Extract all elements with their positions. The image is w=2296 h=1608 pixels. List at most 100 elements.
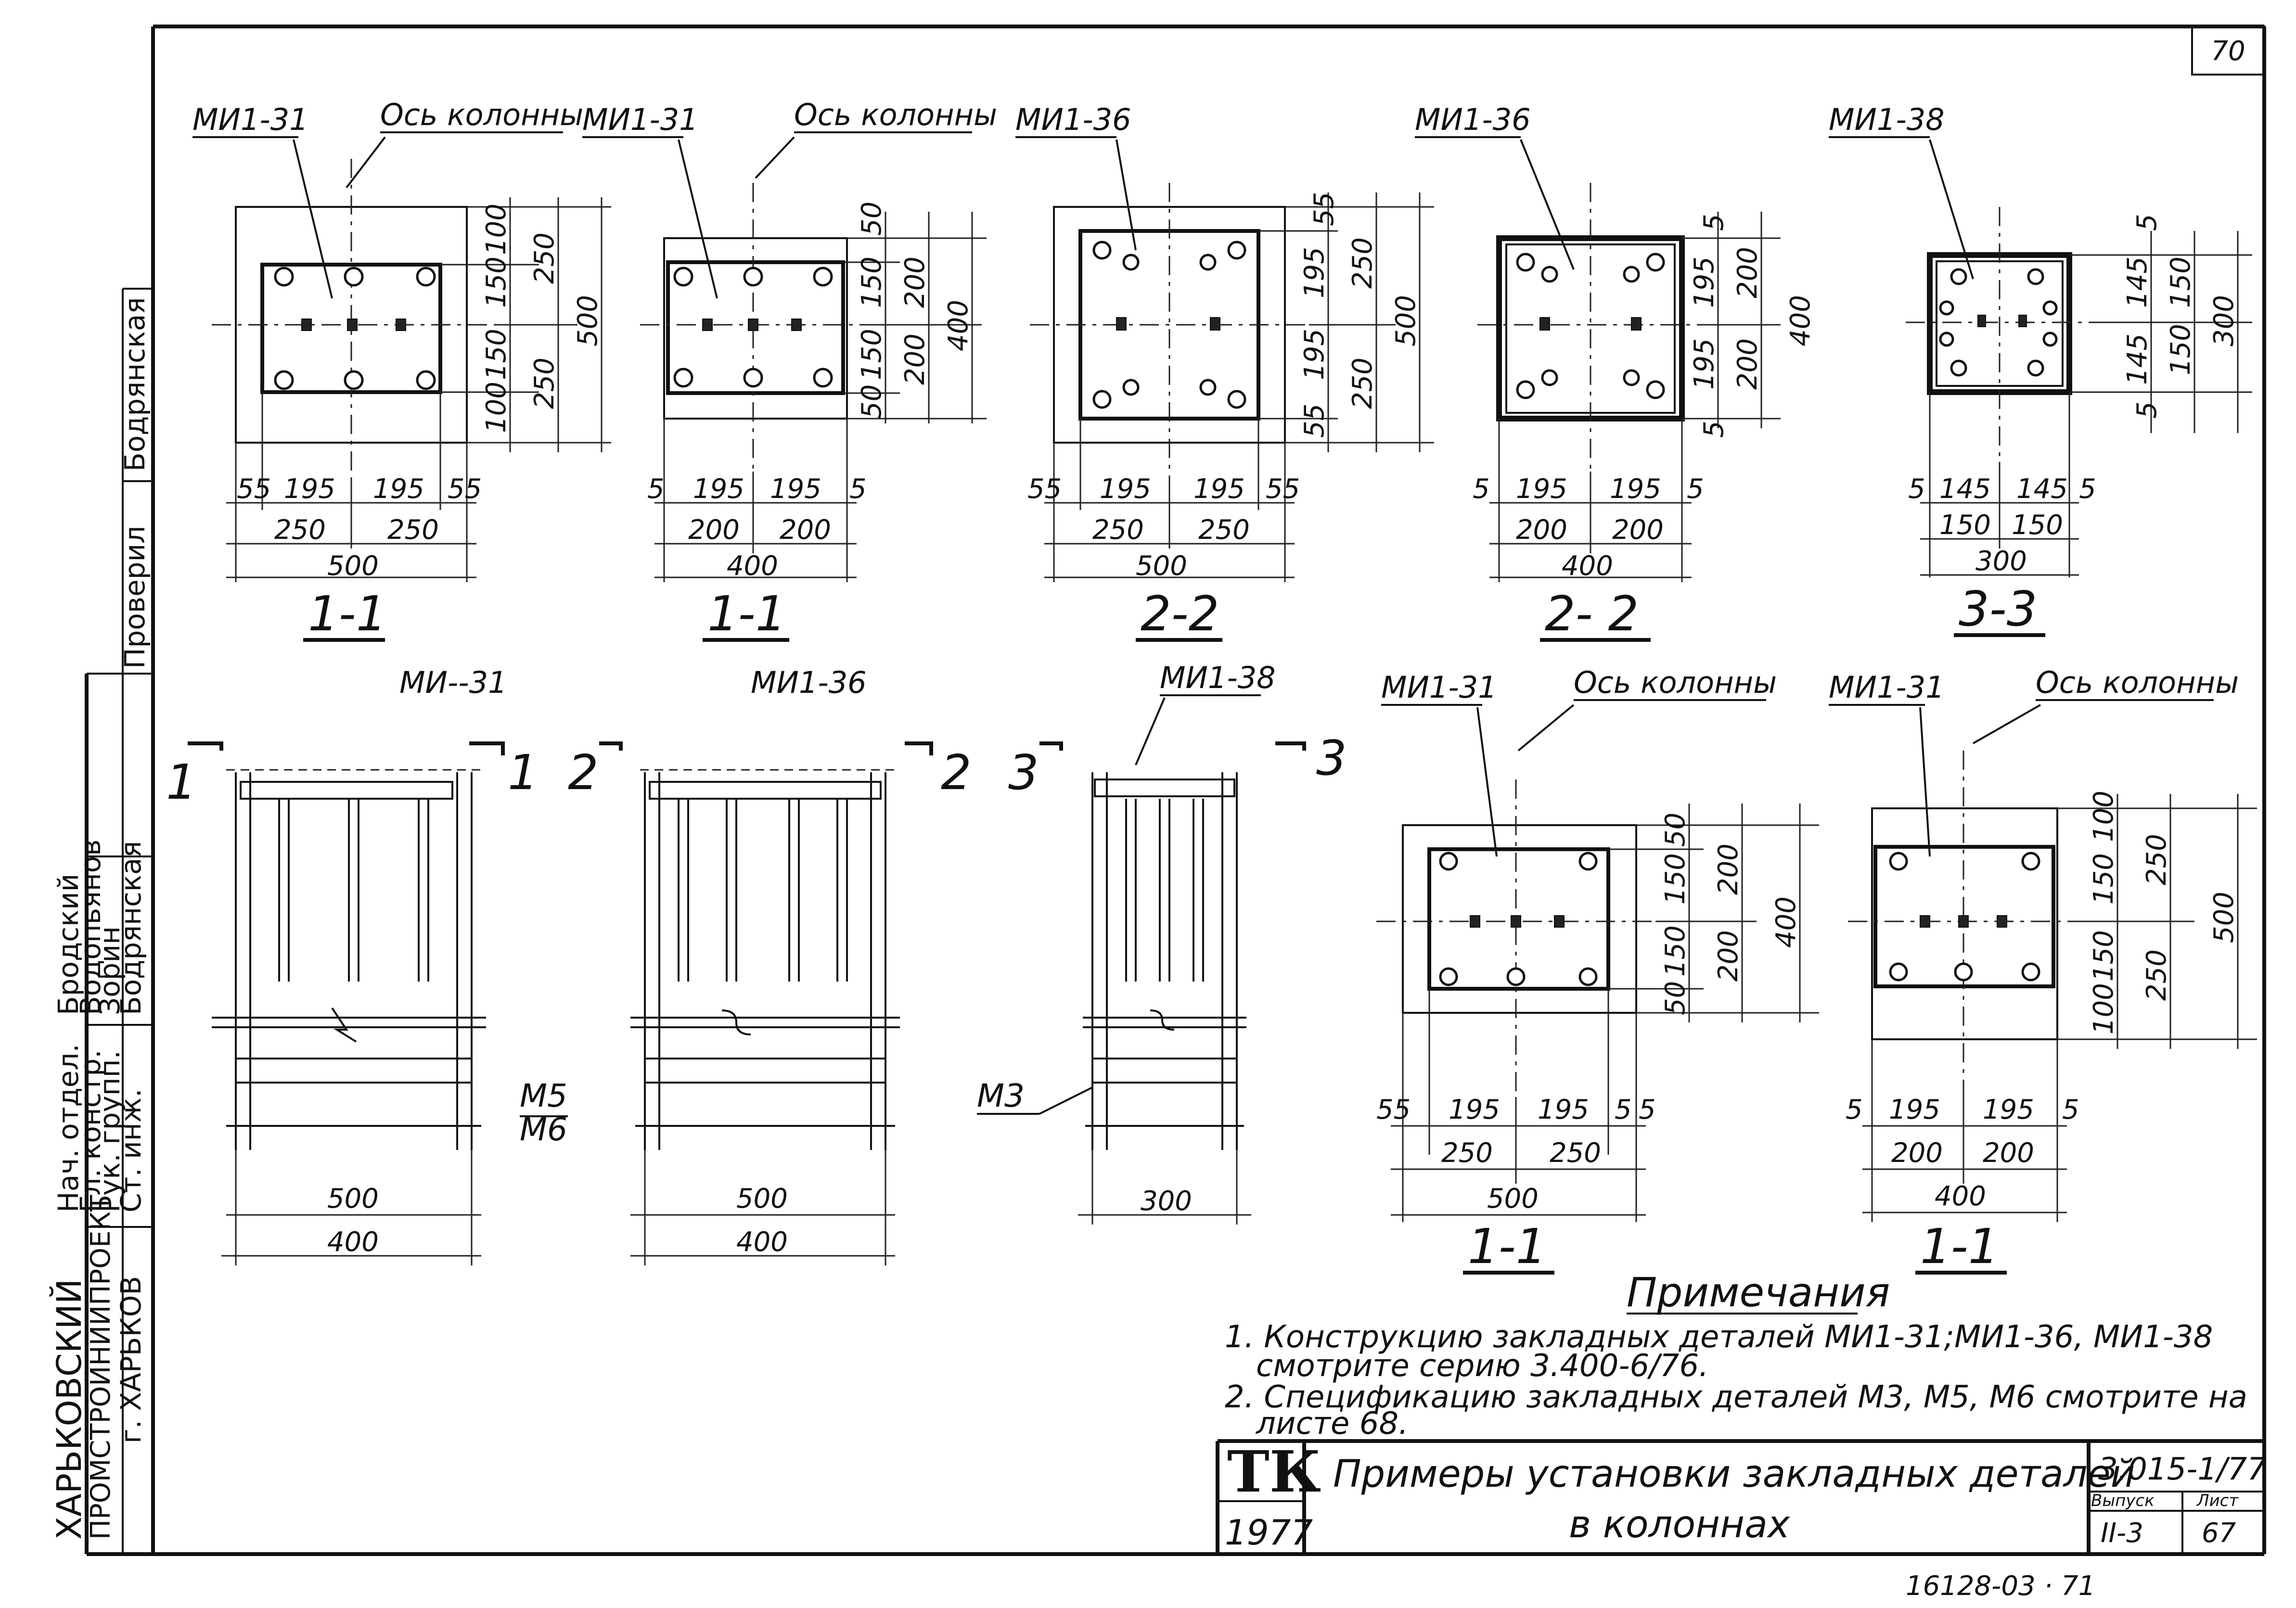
dim: 400 [1562,550,1613,582]
plan-mi1-36-b: МИ1-36 5 195 195 5 200 200 400 [1415,102,1816,642]
dim: 5 [1687,473,1704,505]
dim: 5 [849,473,867,505]
dim-v: 200 [1732,338,1763,390]
dim-v: 250 [1347,237,1378,289]
dim: 250 [1441,1137,1493,1169]
dim-v: 150 [2165,324,2196,375]
dim-v: 100 [2088,983,2119,1034]
dim: 5 [647,473,665,505]
dim: 200 [1983,1137,2034,1169]
sheet: 67 [2202,1518,2236,1549]
axis-label: Ось колонны [1574,665,1777,700]
note-line: 1. Конструкцию закладных деталей МИ1-31;… [1225,1319,2213,1355]
dim: 5 [1846,1094,1863,1125]
plan-mi1-38: МИ1-38 5 145 145 5 150 150 300 [1829,102,2252,637]
cut-left: 3 [1008,744,1039,801]
cut-right: 1 [508,744,539,801]
section-label: 1-1 [707,586,786,642]
dim-v: 5 [1698,421,1730,438]
dim-v: 150 [1660,925,1691,977]
dim: 195 [284,473,335,505]
left-stamp: Проверил Бодрянская Нач. отдел. Гл. конс… [50,288,153,1554]
dim-v: 300 [2208,295,2240,346]
plan-mi1-31-b: МИ1-31 Ось колонны 5 195 195 5 200 200 4… [582,97,997,642]
dim-v: 200 [899,256,931,308]
dim: 250 [1198,514,1250,546]
dim: 195 [1100,473,1151,505]
axis-label: Ось колонны [380,97,583,132]
elevation-mi1-38: МИ1-38 3 3 300 М3 [977,660,1347,1225]
note-line: 2. Спецификацию закладных деталей М3, М5… [1225,1379,2247,1415]
section-label: 2- 2 [1545,586,1639,642]
dim: 500 [327,550,379,582]
part-label: МИ--31 [399,665,507,700]
plan-mi1-31-c: МИ1-31 Ось колонны 55 195 195 5 5 250 [1376,665,1819,1275]
dim: 195 [1610,473,1661,505]
role-1: Нач. отдел. [52,1044,85,1212]
dim-v: 150 [856,329,887,380]
dim-v: 5 [2131,214,2163,231]
dim: 195 [1449,1094,1500,1125]
dim: 55 [448,473,482,505]
dim-v: 150 [856,256,887,308]
section-label: 3-3 [1959,581,2037,637]
dim-v: 100 [2088,791,2119,842]
check-name: Бодрянская [118,297,151,472]
org-2: ПРОМСТРОЙНИИПРОЕКТ [85,1195,116,1540]
elevation-mi1-31: МИ--31 1 1 500 400 М5 М6 [166,665,568,1265]
dim: 55 [237,473,271,505]
dim-v: 400 [1770,896,1802,948]
sheet-number: 70 [2211,36,2245,67]
part-label: МИ1-38 [1829,102,1945,137]
section-label: 1-1 [1920,1218,1999,1275]
dim: 5 [1473,473,1490,505]
dim: 5 [1639,1094,1656,1125]
dim: 55 [1027,473,1062,505]
cut-left: 1 [166,754,197,810]
dim-v: 150 [1660,853,1691,905]
dim: 150 [2012,510,2063,541]
dim: 5 [2062,1094,2079,1125]
part-label: МИ1-36 [751,665,867,700]
dim: 195 [693,473,744,505]
title-block: ТК 1977 Примеры установки закладных дета… [1216,1438,2267,1554]
dim: 55 [1376,1094,1411,1125]
plan-mi1-31-d: МИ1-31 Ось колонны 5 195 195 5 200 200 4… [1829,665,2257,1275]
dim: 400 [736,1226,788,1258]
dim-v: 55 [1299,404,1330,438]
dim: 500 [1487,1183,1539,1214]
dim-v: 5 [1698,214,1730,231]
plan-mi1-31-a: МИ1-31 Ось колонны 55 195 195 55 250 250 [192,97,611,642]
dim: 195 [1538,1094,1589,1125]
section-label: 1-1 [308,586,386,642]
notes: Примечания 1. Конструкцию закладных дета… [1225,1269,2247,1442]
issue: II-3 [2101,1518,2143,1549]
dim-v: 200 [1732,247,1763,298]
cut-right: 2 [941,744,972,801]
dim: 145 [2016,473,2068,505]
dim-v: 250 [2141,834,2172,885]
drawing-title-2: в колоннах [1569,1503,1790,1546]
role-2: Гл. констр. [74,1049,107,1212]
issue-label: Выпуск [2091,1491,2155,1510]
dim-v: 5 [2131,401,2163,419]
dim-v: 250 [2141,949,2172,1001]
dim-v: 55 [1308,192,1340,226]
dim-v: 150 [481,256,512,308]
dim: 500 [327,1183,379,1214]
dim: 250 [274,514,326,546]
dim-v: 145 [2122,333,2153,385]
axis-label: Ось колонны [2036,665,2239,700]
detail-label: М3 [977,1077,1025,1114]
dim-v: 50 [1660,813,1691,847]
year: 1977 [1225,1512,1313,1553]
name-2: Водопьянов [74,840,107,1015]
dim: 400 [727,550,778,582]
dim: 200 [780,514,831,546]
dim-v: 150 [481,329,512,380]
dim: 400 [1935,1181,1986,1212]
dim-v: 50 [856,202,887,236]
plan-mi1-36-a: МИ1-36 55 195 195 55 250 250 500 [1015,102,1434,642]
elevation-mi1-36: МИ1-36 2 2 500 400 [568,665,972,1265]
